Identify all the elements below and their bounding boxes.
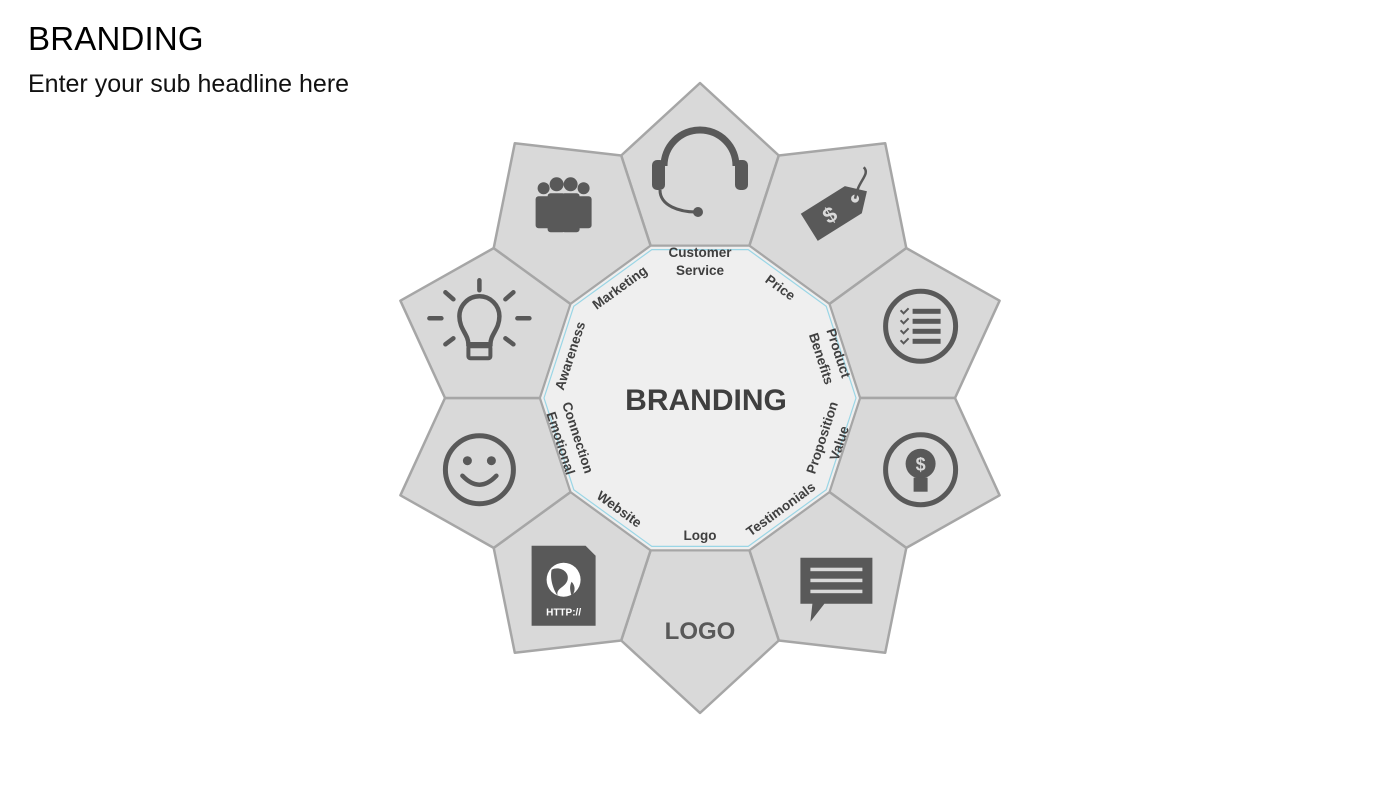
petal-headset-icon <box>619 81 781 248</box>
segment-label: Logo <box>684 528 717 543</box>
team-icon <box>535 177 592 233</box>
web-document-icon: HTTP:// <box>531 545 596 626</box>
center-label: BRANDING <box>625 384 787 417</box>
slide-title: BRANDING <box>28 20 204 57</box>
speech-bubble-icon <box>800 557 873 622</box>
segment-label-line: Customer <box>668 245 732 260</box>
lightbulb-icon <box>427 278 532 361</box>
center-outline <box>543 249 857 548</box>
price-tag-icon: $ <box>800 166 867 241</box>
svg-text:$: $ <box>916 455 926 475</box>
http-text: HTTP:// <box>546 608 581 619</box>
segment-label-line: Service <box>676 263 725 278</box>
center-decagon <box>538 244 862 552</box>
checklist-icon <box>883 288 959 364</box>
segment-label-line: Logo <box>684 528 717 543</box>
smiley-icon <box>442 433 516 507</box>
slide-subtitle: Enter your sub headline here <box>28 70 350 98</box>
dollar-bulb-icon: $ <box>883 432 959 508</box>
headset-icon <box>652 126 748 217</box>
logo-placeholder-text: LOGO <box>665 618 736 645</box>
logo-text: LOGO <box>665 618 736 645</box>
